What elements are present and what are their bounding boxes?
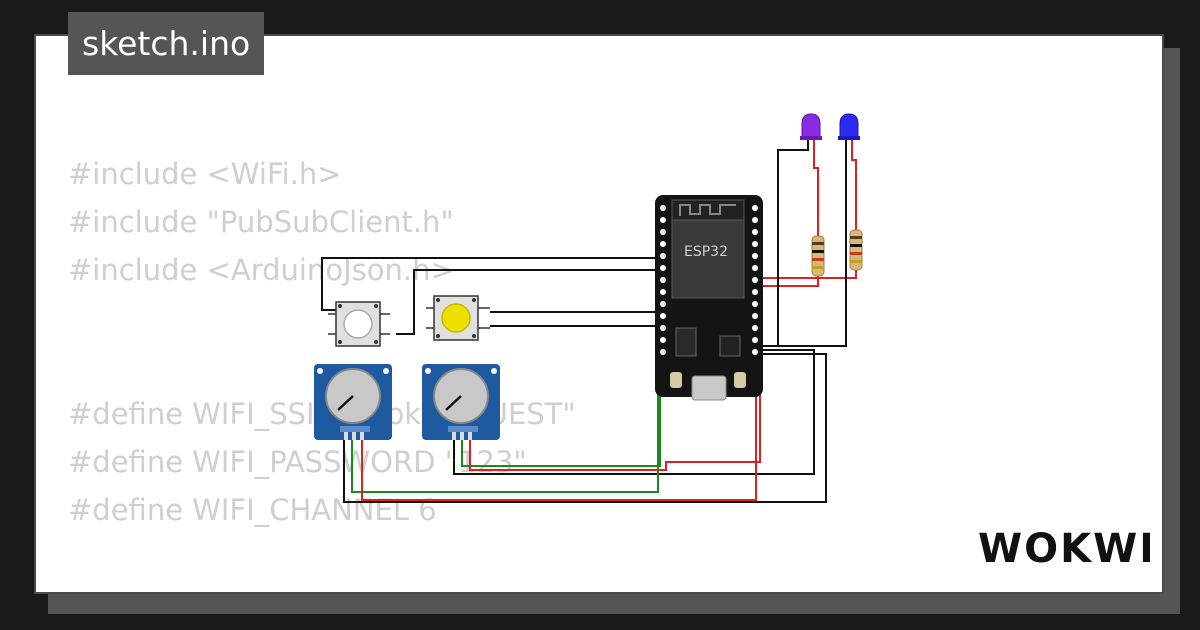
board-pins — [660, 205, 758, 355]
led-blue[interactable] — [838, 113, 860, 140]
wire-green — [461, 340, 661, 467]
usb-port — [691, 375, 727, 401]
wire-black — [343, 353, 827, 503]
wire-red — [469, 360, 761, 471]
pushbutton-white[interactable] — [328, 301, 390, 347]
wire-red — [851, 140, 857, 230]
wire-red — [813, 140, 819, 236]
wokwi-logo: WOKWI — [978, 526, 1150, 572]
led-indicator — [670, 372, 682, 388]
wire-black — [396, 269, 660, 335]
sketch-tab[interactable]: sketch.ino — [68, 12, 265, 75]
code-line: #include "PubSubClient.h" — [68, 205, 454, 239]
wire-red — [361, 360, 757, 501]
resistor — [811, 235, 825, 277]
code-line: #define WIFI_CHANNEL 6 — [68, 493, 437, 527]
regulator — [675, 327, 697, 357]
esp32-module — [671, 219, 745, 299]
wire-black — [321, 257, 660, 311]
esp32-board[interactable]: ESP32 — [655, 195, 763, 401]
led-purple[interactable] — [800, 113, 822, 140]
usb-chip — [719, 335, 741, 357]
logo-text: WOKWI — [978, 526, 1150, 572]
button-cap[interactable] — [343, 309, 373, 339]
board-label: ESP32 — [684, 244, 728, 260]
wire-red — [760, 270, 857, 279]
wire-red — [760, 276, 819, 287]
resistor — [849, 229, 863, 271]
potentiometer[interactable] — [422, 364, 500, 440]
wire-black — [760, 140, 809, 347]
button-cap[interactable] — [441, 303, 471, 333]
code-line: #include <WiFi.h> — [68, 157, 342, 191]
wires — [321, 140, 857, 503]
potentiometer[interactable] — [314, 364, 392, 440]
antenna — [671, 199, 745, 221]
wire-green — [351, 340, 659, 493]
led-indicator — [734, 372, 746, 388]
wire-black — [760, 140, 847, 347]
wire-black — [453, 349, 815, 475]
pushbutton-yellow[interactable] — [426, 295, 490, 341]
